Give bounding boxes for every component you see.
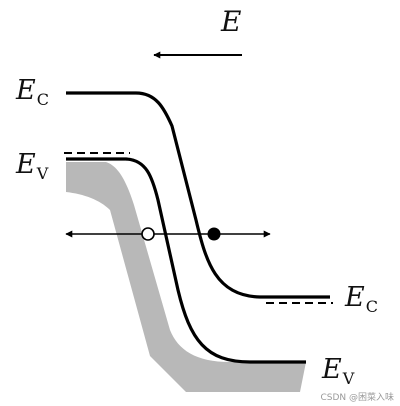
conduction-band-label-left: EC xyxy=(16,75,49,109)
conduction-band-label-right: EC xyxy=(345,282,378,316)
watermark: CSDN @困菜入味 xyxy=(320,393,394,403)
electron-marker xyxy=(207,227,221,241)
field-label: E xyxy=(221,5,242,38)
valence-band-label-left: EV xyxy=(16,149,49,183)
conduction-band-edge xyxy=(66,91,330,299)
valence-band-fill xyxy=(66,162,306,392)
valence-band-edge xyxy=(66,157,306,364)
hole-marker xyxy=(141,227,155,241)
valence-band-label-right: EV xyxy=(322,354,355,388)
